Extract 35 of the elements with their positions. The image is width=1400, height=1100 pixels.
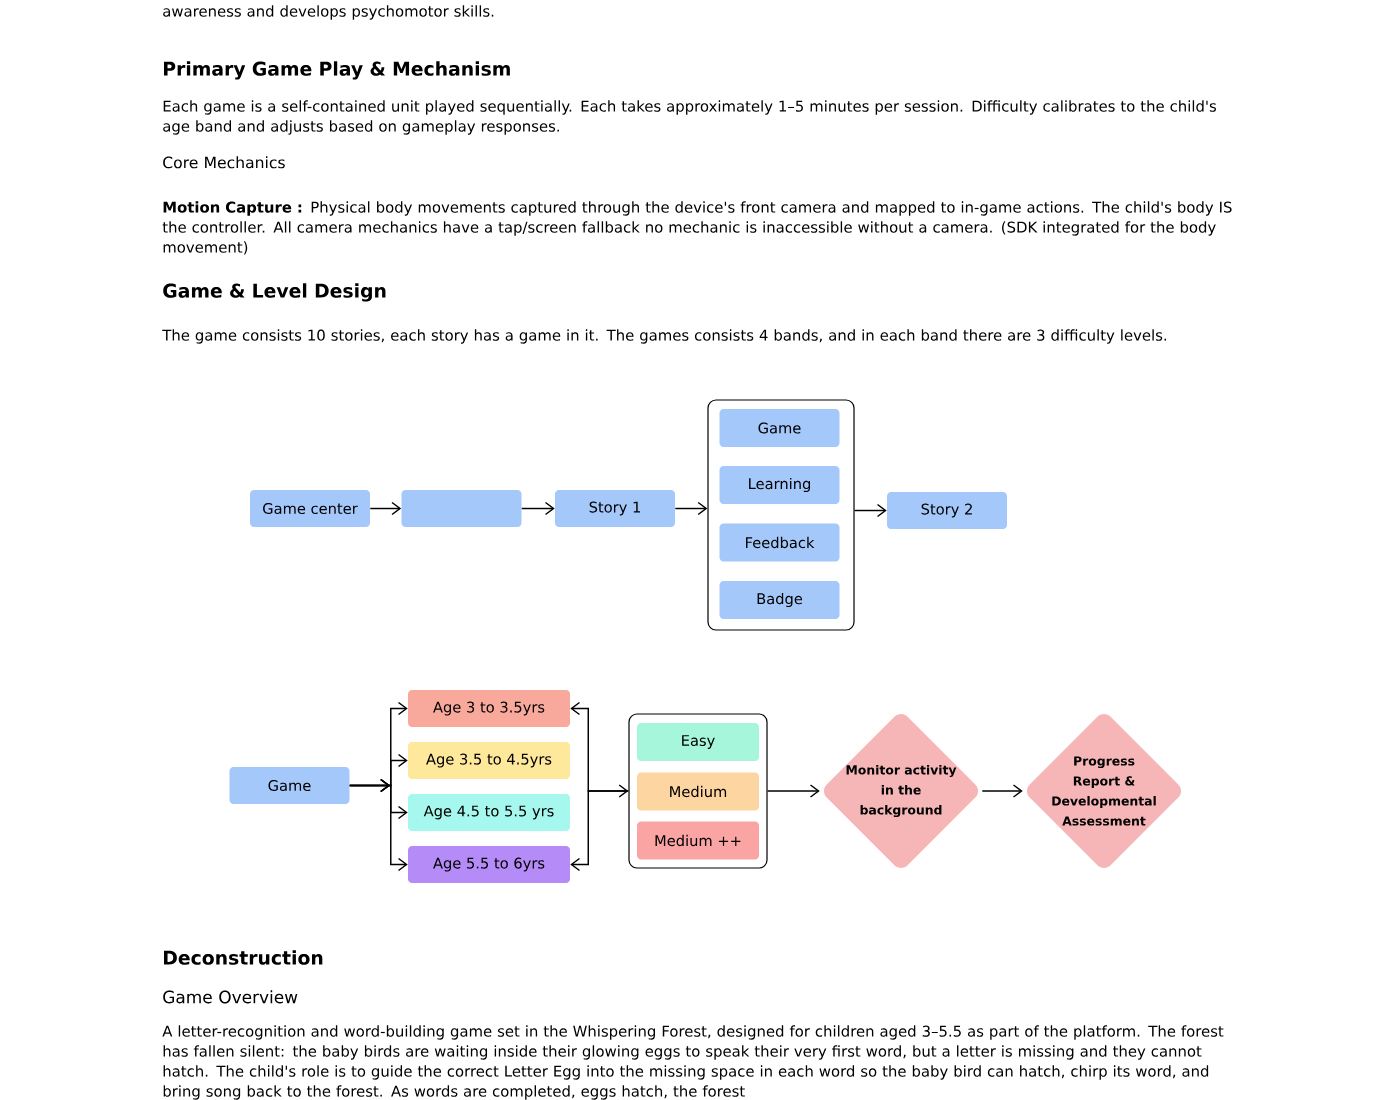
- arrow: [570, 790, 630, 872]
- section-heading: Deconstruction: [164, 950, 323, 965]
- section-heading: Primary Game Play & Mechanism: [164, 61, 510, 80]
- subheading: Game Overview: [163, 990, 298, 1004]
- arrow: [674, 501, 708, 516]
- process-box: Game: [229, 767, 350, 804]
- process-box: Age 5.5 to 6yrs: [408, 846, 570, 883]
- process-box: [401, 490, 522, 527]
- paragraph: awareness and develops psychomotor skills.: [163, 5, 494, 20]
- paragraph: Each game is a self-contained unit played sequentially. Each takes approximately 1–5 minutes per session. Difficulty calibrates to the child's age band and adjusts based on gameplay responses.: [163, 100, 1217, 135]
- process-box: Story 1: [555, 490, 675, 527]
- process-box: Age 4.5 to 5.5 yrs: [408, 794, 570, 831]
- process-box: Medium ++: [637, 821, 759, 860]
- arrow: [570, 701, 629, 798]
- arrow: [349, 778, 408, 872]
- paragraph: Motion Capture : Physical body movements captured through the device's front camera and mapped to in-game actions. The child's body IS the controller. All camera mechanics have a tap/screen fallback no mechanic is inaccessible without a camera. (SDK integrated for the body movement): [162, 201, 1232, 255]
- process-box: Medium: [637, 772, 759, 811]
- process-box: Learning: [719, 466, 840, 504]
- paragraph: The game consists 10 stories, each story has a game in it. The games consists 4 bands, and in each band there are 3 difficulty levels.: [162, 329, 1166, 344]
- process-box: Feedback: [719, 523, 840, 562]
- process-box: Game center: [250, 490, 370, 527]
- process-box: Story 2: [887, 492, 1007, 529]
- process-box: Badge: [719, 581, 840, 619]
- arrow: [981, 784, 1023, 798]
- subheading: Core Mechanics: [163, 156, 285, 169]
- paragraph: A letter-recognition and word-building game set in the Whispering Forest, designed for children aged 3–5.5 as part of the platform. The forest has fallen silent: the baby birds are waiting inside their glowing eggs to speak their very first word, but a letter is missing and they cannot hatch. The child's role is to guide the correct Letter Egg into the missing space in each word so the baby bird can hatch, chirp its word, and bring song back to the forest. As words are completed, eggs hatch, the forest: [162, 1025, 1224, 1100]
- process-box: Age 3.5 to 4.5yrs: [408, 742, 570, 779]
- process-box: Game: [719, 409, 840, 447]
- arrow: [853, 503, 887, 518]
- process-box: Age 3 to 3.5yrs: [408, 690, 570, 727]
- arrow: [766, 784, 820, 798]
- arrow: [521, 501, 555, 516]
- process-box: Easy: [637, 723, 759, 761]
- arrow: [369, 501, 402, 516]
- section-heading: Game & Level Design: [163, 283, 386, 302]
